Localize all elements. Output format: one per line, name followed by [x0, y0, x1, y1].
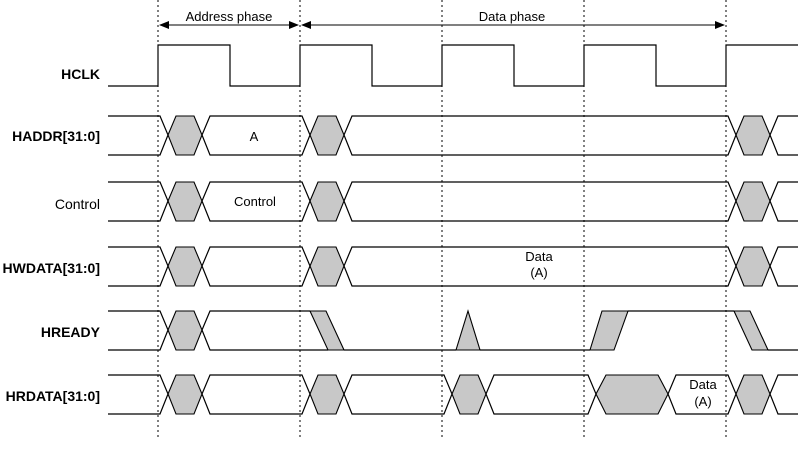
haddr-transition-3	[735, 115, 771, 156]
hwdata-value-line1: Data	[525, 249, 553, 264]
hrdata-transition-5	[735, 374, 771, 415]
haddr-waveform: A	[108, 115, 798, 156]
hwdata-transition-2	[309, 246, 345, 287]
signal-label-haddr: HADDR[31:0]	[12, 128, 100, 144]
hrdata-value-line1: Data	[689, 377, 717, 392]
control-transition-2	[309, 181, 345, 222]
hrdata-transition-4	[595, 374, 669, 415]
hclk-waveform	[108, 44, 798, 87]
hrdata-waveform: Data (A)	[108, 374, 798, 415]
signal-label-hready: HREADY	[41, 324, 101, 340]
hready-transition-1	[167, 310, 203, 351]
hready-fall-1	[309, 310, 345, 351]
hrdata-transition-2	[309, 374, 345, 415]
haddr-value: A	[250, 129, 259, 144]
haddr-transition-2	[309, 115, 345, 156]
control-transition-1	[167, 181, 203, 222]
data-phase-label: Data phase	[479, 9, 546, 24]
hready-glitch	[455, 309, 481, 351]
hwdata-transition-1	[167, 246, 203, 287]
hrdata-transition-3	[451, 374, 487, 415]
control-transition-3	[735, 181, 771, 222]
hrdata-value-line2: (A)	[694, 394, 711, 409]
phase-arrows: Address phase Data phase	[159, 8, 725, 29]
address-phase-label: Address phase	[186, 9, 273, 24]
hready-rise	[589, 310, 629, 351]
hrdata-transition-1	[167, 374, 203, 415]
signal-label-hclk: HCLK	[61, 66, 100, 82]
control-value: Control	[234, 194, 276, 209]
haddr-transition-1	[167, 115, 203, 156]
clock-edge-guides	[157, 0, 727, 440]
hwdata-waveform: Data (A)	[108, 246, 798, 287]
hready-fall-2	[733, 310, 769, 351]
hready-waveform	[108, 309, 798, 351]
signal-labels: HCLK HADDR[31:0] Control HWDATA[31:0] HR…	[3, 66, 101, 404]
hwdata-value-line2: (A)	[530, 265, 547, 280]
signal-label-hrdata: HRDATA[31:0]	[6, 388, 100, 404]
hwdata-transition-3	[735, 246, 771, 287]
signal-label-control: Control	[55, 196, 100, 212]
signal-label-hwdata: HWDATA[31:0]	[3, 260, 100, 276]
control-waveform: Control	[108, 181, 798, 222]
